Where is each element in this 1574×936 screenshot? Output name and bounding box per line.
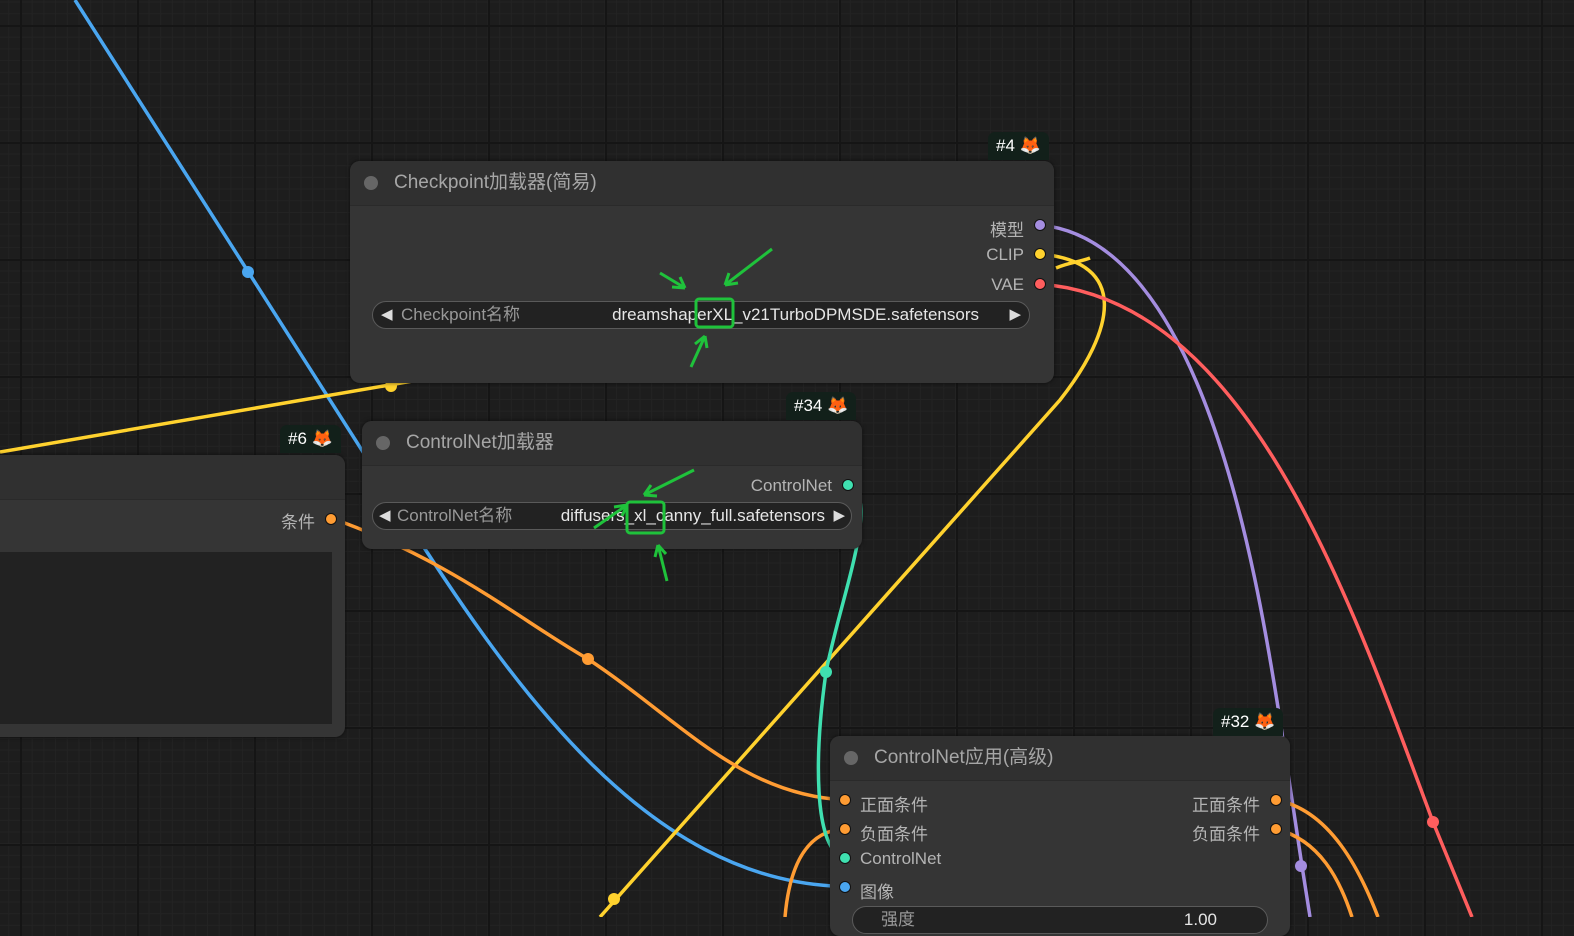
collapse-dot-icon[interactable] bbox=[844, 751, 858, 765]
wire-model[interactable] bbox=[1039, 223, 1312, 917]
wire-clip-short[interactable] bbox=[1055, 256, 1091, 270]
output-slot-negative[interactable] bbox=[1270, 823, 1282, 835]
wire-reroute-dot[interactable] bbox=[582, 653, 594, 665]
node-title-bar[interactable]: Checkpoint加载器(简易) bbox=[350, 161, 1054, 206]
strength-slider[interactable]: 强度 1.00 bbox=[852, 906, 1268, 934]
wire-out-positive[interactable] bbox=[1275, 798, 1380, 917]
wire-reroute-dot[interactable] bbox=[820, 666, 832, 678]
input-label: 正面条件 bbox=[860, 796, 928, 815]
prev-arrow-icon[interactable]: ◀ bbox=[381, 306, 393, 323]
text-area[interactable] bbox=[0, 552, 332, 724]
wire-reroute-dot[interactable] bbox=[242, 266, 254, 278]
output-slot-controlnet[interactable] bbox=[842, 479, 854, 491]
output-slot-conditioning[interactable] bbox=[325, 513, 337, 525]
node-id: #34 bbox=[794, 396, 823, 415]
output-label: VAE bbox=[991, 275, 1024, 294]
node-id-badge: #6 🦊 bbox=[280, 425, 341, 453]
wire-reroute-dot[interactable] bbox=[608, 893, 620, 905]
node-title-bar[interactable]: ControlNet应用(高级) bbox=[830, 736, 1290, 781]
output-label: CLIP bbox=[986, 245, 1024, 264]
output-label: 负面条件 bbox=[1192, 825, 1260, 844]
wire-clip[interactable] bbox=[598, 252, 1107, 917]
node-id: #4 bbox=[996, 136, 1015, 155]
prev-arrow-icon[interactable]: ◀ bbox=[379, 507, 391, 524]
checkpoint-name-combo[interactable]: ◀ Checkpoint名称 dreamshaperXL_v21TurboDPM… bbox=[372, 301, 1030, 329]
input-label: 图像 bbox=[860, 883, 894, 902]
collapse-dot-icon[interactable] bbox=[364, 176, 378, 190]
fox-icon: 🦊 bbox=[311, 429, 333, 448]
widget-label: 强度 bbox=[881, 910, 915, 929]
input-slot-controlnet[interactable] bbox=[839, 852, 851, 864]
wire-reroute-dot[interactable] bbox=[1295, 860, 1307, 872]
widget-value: 1.00 bbox=[1183, 910, 1217, 929]
wire-reroute-dot[interactable] bbox=[1427, 816, 1439, 828]
output-slot-positive[interactable] bbox=[1270, 794, 1282, 806]
output-slot-vae[interactable] bbox=[1034, 278, 1046, 290]
collapse-dot-icon[interactable] bbox=[376, 436, 390, 450]
widget-value: diffusers_xl_canny_full.safetensors bbox=[560, 506, 825, 525]
fox-icon: 🦊 bbox=[827, 396, 849, 415]
input-slot-image[interactable] bbox=[839, 881, 851, 893]
widget-label: ControlNet名称 bbox=[397, 506, 513, 525]
node-id-badge: #4 🦊 bbox=[988, 132, 1049, 160]
node-checkpoint-loader[interactable]: Checkpoint加载器(简易) 模型 CLIP VAE ◀ Checkpoi… bbox=[350, 161, 1054, 383]
wire-vae[interactable] bbox=[1039, 282, 1474, 917]
controlnet-name-combo[interactable]: ◀ ControlNet名称 diffusers_xl_canny_full.s… bbox=[372, 502, 852, 530]
node-id: #32 bbox=[1221, 712, 1250, 731]
node-id-badge: #32 🦊 bbox=[1213, 708, 1284, 736]
output-slot-model[interactable] bbox=[1034, 219, 1046, 231]
fox-icon: 🦊 bbox=[1254, 712, 1276, 731]
input-slot-positive[interactable] bbox=[839, 794, 851, 806]
output-label: 模型 bbox=[990, 221, 1024, 240]
next-arrow-icon[interactable]: ▶ bbox=[1009, 306, 1021, 323]
input-label: 负面条件 bbox=[860, 825, 928, 844]
input-label: ControlNet bbox=[860, 849, 942, 868]
node-controlnet-apply[interactable]: ControlNet应用(高级) 正面条件 负面条件 ControlNet 图像… bbox=[830, 736, 1290, 936]
fox-icon: 🦊 bbox=[1019, 136, 1041, 155]
wire-reroute-dot[interactable] bbox=[385, 380, 397, 392]
output-label: ControlNet bbox=[750, 476, 832, 495]
node-title-bar[interactable]: ControlNet加载器 bbox=[362, 421, 862, 466]
node-controlnet-loader[interactable]: ControlNet加载器 ControlNet ◀ ControlNet名称 … bbox=[362, 421, 862, 549]
node-title: ControlNet应用(高级) bbox=[874, 747, 1054, 768]
widget-label: Checkpoint名称 bbox=[401, 305, 521, 324]
input-slot-negative[interactable] bbox=[839, 823, 851, 835]
output-label: 正面条件 bbox=[1192, 796, 1260, 815]
node-id-badge: #34 🦊 bbox=[786, 392, 857, 420]
wire-clip-left[interactable] bbox=[0, 376, 431, 454]
node-id: #6 bbox=[288, 429, 307, 448]
next-arrow-icon[interactable]: ▶ bbox=[833, 507, 845, 524]
output-slot-clip[interactable] bbox=[1034, 248, 1046, 260]
node-title-bar[interactable] bbox=[0, 455, 345, 500]
node-left-6[interactable]: 条件 bbox=[0, 455, 345, 737]
node-title: Checkpoint加载器(简易) bbox=[394, 172, 597, 193]
wire-image[interactable] bbox=[73, 0, 833, 888]
node-title: ControlNet加载器 bbox=[406, 432, 554, 453]
widget-value: dreamshaperXL_v21TurboDPMSDE.safetensors bbox=[612, 305, 979, 324]
output-label: 条件 bbox=[281, 513, 315, 532]
